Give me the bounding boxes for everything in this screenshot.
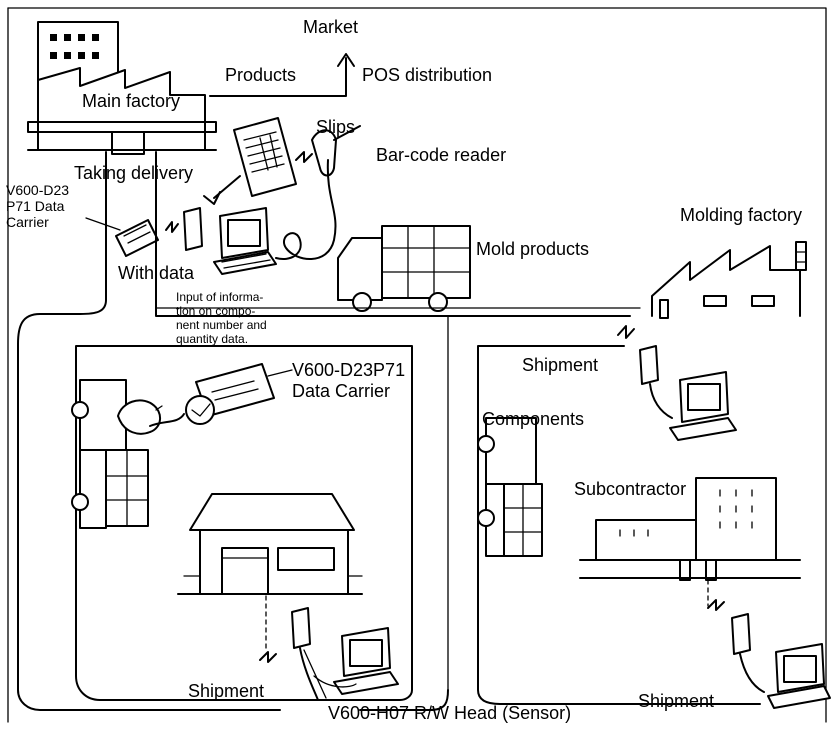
- input-info-line: quantity data.: [176, 332, 267, 346]
- truck-components-right-icon: [478, 418, 542, 556]
- products-label: Products: [225, 66, 296, 86]
- pos-distribution-label: POS distribution: [362, 66, 492, 86]
- input-info-line: tion on compo-: [176, 304, 267, 318]
- data-carrier-large-line: Data Carrier: [292, 381, 405, 402]
- shipment-terminal-top-icon: [640, 346, 736, 440]
- barcode-reader-icon: [276, 126, 360, 259]
- truck-mold-products-icon: [338, 226, 470, 311]
- with-data-label: With data: [118, 264, 194, 284]
- molding-factory-icon: [652, 242, 806, 318]
- mold-products-label: Mold products: [476, 240, 589, 260]
- data-carrier-large-label: V600-D23P71 Data Carrier: [292, 360, 405, 401]
- data-carrier-large-icon: [186, 364, 292, 424]
- wireless-signal-icon: [166, 222, 178, 232]
- input-info-line: nent number and: [176, 318, 267, 332]
- wireless-signal-icon: [260, 652, 276, 662]
- main-factory-icon: [28, 22, 216, 154]
- warehouse-icon: [178, 494, 362, 594]
- shipment-left-label: Shipment: [188, 682, 264, 702]
- shipment-top-label: Shipment: [522, 356, 598, 376]
- data-carrier-small-line: Carrier: [6, 214, 69, 230]
- driver-icon: [118, 400, 184, 433]
- data-carrier-small-label: V600-D23 P71 Data Carrier: [6, 182, 69, 230]
- input-info-line: Input of informa-: [176, 290, 267, 304]
- molding-factory-label: Molding factory: [680, 206, 802, 226]
- shipment-terminal-bottom-icon: [732, 614, 830, 708]
- slips-icon: [234, 118, 296, 196]
- rw-head-terminal-icon: [292, 608, 398, 700]
- market-label: Market: [303, 18, 358, 38]
- shipment-right-label: Shipment: [638, 692, 714, 712]
- data-carrier-card-icon: [86, 218, 158, 256]
- subcontractor-label: Subcontractor: [574, 480, 686, 500]
- barcode-reader-label: Bar-code reader: [376, 146, 506, 166]
- data-carrier-large-line: V600-D23P71: [292, 360, 405, 381]
- components-label: Components: [482, 410, 584, 430]
- data-carrier-small-line: P71 Data: [6, 198, 69, 214]
- main-factory-label: Main factory: [82, 92, 180, 112]
- input-info-label: Input of informa- tion on compo- nent nu…: [176, 290, 267, 347]
- data-carrier-small-line: V600-D23: [6, 182, 69, 198]
- computer-terminal-icon: [184, 208, 276, 274]
- rw-head-label: V600-H07 R/W Head (Sensor): [328, 704, 571, 724]
- slips-label: Slips: [316, 118, 355, 138]
- wireless-signal-icon: [708, 600, 724, 610]
- taking-delivery-label: Taking delivery: [74, 164, 193, 184]
- wireless-signal-icon: [296, 152, 312, 162]
- wireless-signal-icon: [618, 326, 634, 338]
